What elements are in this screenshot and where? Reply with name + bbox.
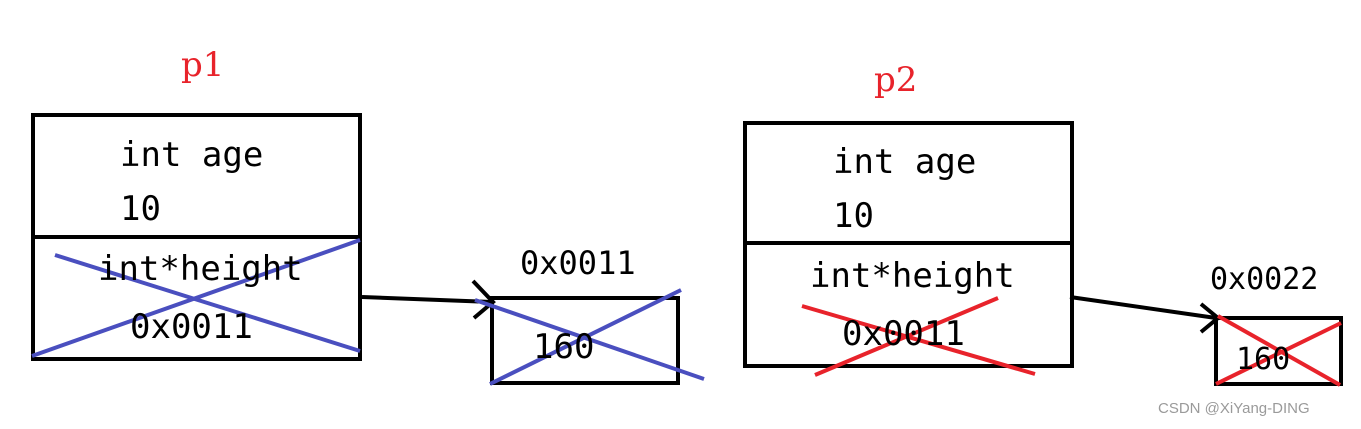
p1-title: p1 <box>181 45 225 85</box>
p1-height-label: int*height <box>98 249 303 289</box>
heap-0x0022-value: 160 <box>1236 342 1291 377</box>
p2-age-value: 10 <box>833 196 874 236</box>
p2-pointer-arrow <box>1069 295 1217 320</box>
p2-height-value: 0x0011 <box>842 314 965 354</box>
heap-0x0022-address: 0x0022 <box>1210 262 1319 297</box>
p2-value-cross-stroke-b <box>814 296 999 377</box>
heap-0x0011-address: 0x0011 <box>520 244 636 282</box>
p1-pointer-arrow <box>361 295 493 304</box>
p2-age-label: int age <box>833 142 977 182</box>
p2-value-cross-stroke-a <box>801 304 1036 376</box>
p1-pointer-cross-stroke-a <box>54 253 361 353</box>
heap-0x0011-cross-stroke-b <box>489 288 682 386</box>
p1-age-label: int age <box>120 135 264 175</box>
heap-block-0x0022 <box>1214 316 1343 386</box>
p1-age-value: 10 <box>120 189 161 229</box>
heap-0x0011-cross-stroke-a <box>474 298 705 381</box>
heap-block-0x0011 <box>490 296 680 385</box>
p1-height-value: 0x0011 <box>130 307 253 347</box>
heap-0x0011-value: 160 <box>533 327 595 367</box>
p1-pointer-cross-stroke-b <box>31 238 361 358</box>
p2-height-label: int*height <box>810 256 1015 296</box>
heap-0x0022-cross-stroke-a <box>1217 314 1341 387</box>
csdn-watermark: CSDN @XiYang-DING <box>1158 400 1310 417</box>
p2-title: p2 <box>874 60 918 100</box>
heap-0x0022-cross-stroke-b <box>1215 321 1342 386</box>
